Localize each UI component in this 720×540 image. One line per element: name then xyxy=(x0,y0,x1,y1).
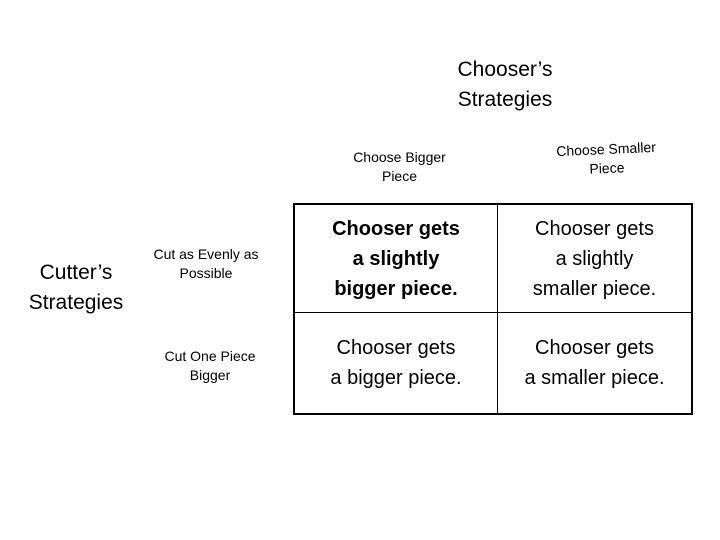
row-header-cut-as-evenly-as-possible: Cut as Evenly as Possible xyxy=(153,246,259,281)
row-axis-label-cutters-strategies: Cutter’s Strategies xyxy=(28,261,124,314)
payoff-cell-even-smaller: Chooser gets a slightly smaller piece. xyxy=(498,205,691,313)
column-header-choose-bigger-piece: Choose Bigger Piece xyxy=(353,149,446,184)
column-header-choose-smaller-piece: Choose Smaller Piece xyxy=(555,138,657,177)
payoff-table: Chooser gets a slightly bigger piece. Ch… xyxy=(293,203,693,415)
payoff-cell-even-bigger: Chooser gets a slightly bigger piece. xyxy=(295,205,498,313)
slide-title: Chooser’s Strategies xyxy=(457,58,553,111)
payoff-cell-onebigger-smaller: Chooser gets a smaller piece. xyxy=(524,337,665,389)
row-header-cut-one-piece-bigger: Cut One Piece Bigger xyxy=(164,348,256,383)
payoff-cell-onebigger-bigger: Chooser gets a bigger piece. xyxy=(295,313,498,413)
